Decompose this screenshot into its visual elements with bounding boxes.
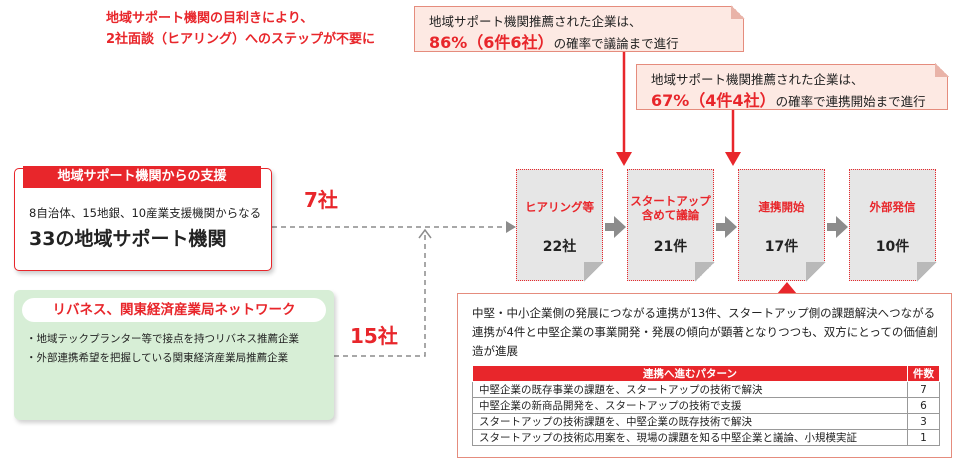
- selection-note: 地域サポート機関の目利きにより、 2社面談（ヒアリング）へのステップが不要に: [106, 8, 426, 50]
- network-title: リバネス、関東経済産業局ネットワーク: [22, 298, 326, 322]
- regional-support-count: 33の地域サポート機関: [29, 228, 227, 250]
- step-value: 22社: [542, 239, 577, 255]
- step-discussion: スタートアップ含めて議論 21件: [627, 169, 715, 282]
- panel-description: 中堅・中小企業側の発展につながる連携が13件、スタートアップ側の課題解決へつなが…: [472, 306, 938, 358]
- step-value: 10件: [875, 239, 910, 255]
- page-fold-icon: [731, 5, 745, 19]
- count-cell: 7: [907, 381, 940, 398]
- callout-1-rest: の確率で議論まで進行: [553, 36, 679, 51]
- pattern-cell: 中堅企業の既存事業の課題を、スタートアップの技術で解決: [472, 381, 908, 398]
- pattern-header: 連携へ進むパターン: [472, 365, 908, 382]
- step-value: 21件: [653, 239, 688, 255]
- step-label-line1: スタートアップ: [630, 194, 711, 208]
- pattern-cell: 中堅企業の新商品開発を、スタートアップの技術で支援: [472, 397, 908, 414]
- callout-2-line1: 地域サポート機関推薦された企業は、: [651, 72, 864, 87]
- page-curl-icon: [917, 262, 937, 282]
- pattern-table-header: 連携へ進むパターン 件数: [472, 365, 940, 382]
- regional-support-title: 地域サポート機関からの支援: [23, 166, 261, 188]
- count-cell: 6: [907, 397, 940, 414]
- table-row: スタートアップの技術課題を、中堅企業の既存技術で解決 3: [472, 413, 940, 430]
- callout-discussion-rate: 地域サポート機関推薦された企業は、 86%（6件6社）の確率で議論まで進行: [414, 5, 745, 52]
- regional-support-box: 地域サポート機関からの支援 8自治体、15地銀、10産業支援機関からなる 33の…: [14, 166, 272, 271]
- selection-note-line2: 2社面談（ヒアリング）へのステップが不要に: [106, 32, 376, 47]
- regional-support-detail: 8自治体、15地銀、10産業支援機関からなる: [29, 206, 262, 220]
- page-curl-icon: [695, 262, 715, 282]
- network-box: リバネス、関東経済産業局ネットワーク ・地域テックプランター等で接点を持つリバネ…: [14, 290, 334, 420]
- table-row: スタートアップの技術応用案を、現場の課題を知る中堅企業と議論、小規模実証 1: [472, 429, 940, 446]
- table-row: 中堅企業の既存事業の課題を、スタートアップの技術で解決 7: [472, 381, 940, 398]
- page-curl-icon: [806, 262, 826, 282]
- step-label: 連携開始: [758, 200, 805, 214]
- selection-note-line1: 地域サポート機関の目利きにより、: [106, 11, 314, 26]
- step-hearing: ヒアリング等 22社: [516, 169, 604, 282]
- page-fold-icon: [935, 63, 949, 77]
- pattern-cell: スタートアップの技術応用案を、現場の課題を知る中堅企業と議論、小規模実証: [472, 429, 908, 446]
- step-label-line2: 含めて議論: [641, 208, 700, 222]
- count-header: 件数: [907, 365, 940, 382]
- count-cell: 1: [907, 429, 940, 446]
- callout-2-rest: の確率で連携開始まで進行: [775, 94, 926, 109]
- network-item: ・外部連携希望を把握している関東経済産業局推薦企業: [26, 352, 289, 364]
- step-value: 17件: [764, 239, 799, 255]
- callout-1-line1: 地域サポート機関推薦された企業は、: [429, 14, 642, 29]
- network-item: ・地域テックプランター等で接点を持つリバネス推薦企業: [26, 333, 299, 345]
- step-label: 外部発信: [869, 200, 916, 214]
- callout-1-highlight: 86%（6件6社）: [429, 33, 554, 52]
- callout-2-highlight: 67%（4件4社）: [651, 91, 776, 110]
- step-label: スタートアップ含めて議論: [628, 194, 713, 222]
- collaboration-pattern-panel: 中堅・中小企業側の発展につながる連携が13件、スタートアップ側の課題解決へつなが…: [457, 293, 952, 458]
- step-collaboration-start: 連携開始 17件: [738, 169, 826, 282]
- callout-collaboration-rate: 地域サポート機関推薦された企業は、 67%（4件4社）の確率で連携開始まで進行: [636, 63, 949, 110]
- step-external-release: 外部発信 10件: [849, 169, 937, 282]
- network-company-count: 15社: [350, 324, 398, 348]
- table-row: 中堅企業の新商品開発を、スタートアップの技術で支援 6: [472, 397, 940, 414]
- pattern-cell: スタートアップの技術課題を、中堅企業の既存技術で解決: [472, 413, 908, 430]
- page-curl-icon: [584, 262, 604, 282]
- pattern-table: 連携へ進むパターン 件数 中堅企業の既存事業の課題を、スタートアップの技術で解決…: [472, 365, 940, 446]
- step-label: ヒアリング等: [525, 200, 594, 214]
- support-company-count: 7社: [304, 188, 338, 212]
- count-cell: 3: [907, 413, 940, 430]
